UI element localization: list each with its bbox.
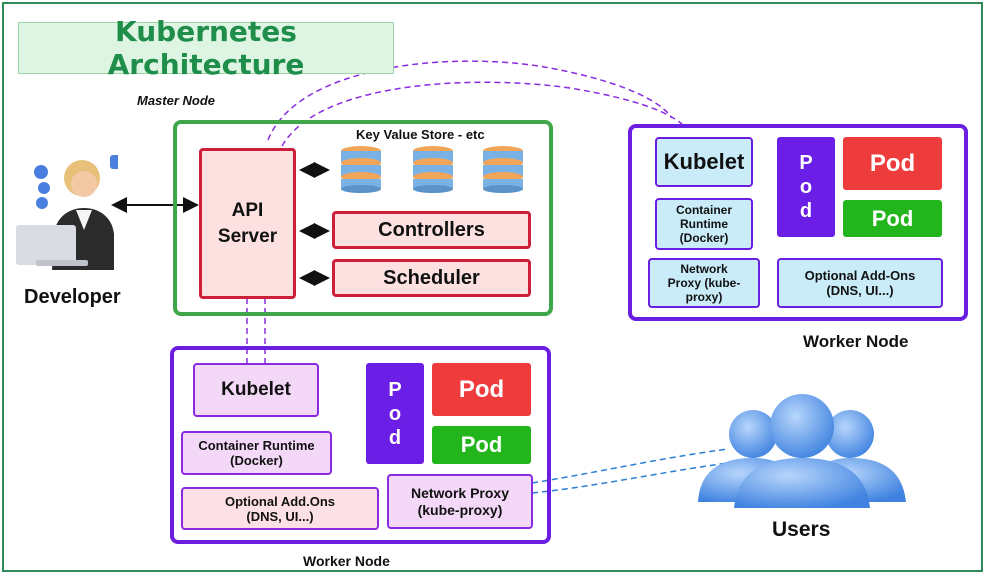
pod-letter: o: [799, 176, 813, 198]
pod-letter: d: [388, 426, 402, 449]
master-node-box: [173, 120, 553, 316]
worker2-addons-label: Optional Add.Ons (DNS, UI...): [224, 493, 335, 524]
pod-label: Pod: [458, 375, 505, 403]
pod-letter: d: [799, 200, 813, 222]
master-node-label: Master Node: [137, 93, 216, 108]
api-worker1-link-b: [281, 81, 683, 147]
pod-label: Pod: [869, 149, 916, 177]
pod-letter: P: [388, 378, 402, 401]
worker1-pod-green: Pod: [843, 200, 942, 237]
database-icon: [483, 146, 523, 193]
worker2-runtime-label: Container Runtime (Docker): [198, 438, 315, 468]
worker-node-2-label: Worker Node: [303, 553, 390, 569]
api-server-label: API Server: [217, 199, 278, 247]
worker-node-2-box: [170, 346, 551, 544]
pod-label: Pod: [460, 432, 503, 457]
worker1-proxy-label: Network Proxy (kube-proxy): [667, 262, 741, 304]
worker2-pod-red: Pod: [432, 363, 531, 416]
api-server-box: API Server: [199, 148, 296, 299]
users-illustration: [698, 394, 906, 508]
worker1-pod-red: Pod: [843, 137, 942, 190]
worker2-proxy-box: Network Proxy (kube-proxy): [387, 474, 533, 529]
pod-letter: o: [388, 402, 402, 425]
worker2-runtime-box: Container Runtime (Docker): [181, 431, 332, 475]
worker1-runtime-box: Container Runtime (Docker): [655, 198, 753, 250]
database-icon: [341, 146, 381, 193]
developer-illustration: [16, 155, 118, 270]
worker2-addons-box: Optional Add.Ons (DNS, UI...): [181, 487, 379, 530]
kv-store-label: Key Value Store - etc: [356, 127, 485, 142]
worker1-proxy-box: Network Proxy (kube-proxy): [648, 258, 760, 308]
database-icon: [413, 146, 453, 193]
worker2-pod-green: Pod: [432, 426, 531, 464]
page-title: Kubernetes Architecture: [107, 15, 305, 81]
worker1-addons-label: Optional Add-Ons (DNS, UI...): [804, 268, 916, 298]
worker-node-1-box: [628, 124, 968, 321]
worker1-addons-box: Optional Add-Ons (DNS, UI...): [777, 258, 943, 308]
worker1-kubelet-box: Kubelet: [655, 137, 753, 187]
pod-letter: P: [799, 152, 813, 174]
developer-label: Developer: [24, 286, 121, 308]
scheduler-box: Scheduler: [332, 259, 531, 297]
controllers-label: Controllers: [378, 218, 485, 241]
users-proxy-link-b: [531, 461, 736, 494]
controllers-box: Controllers: [332, 211, 531, 249]
users-label: Users: [772, 518, 831, 541]
worker2-proxy-label: Network Proxy (kube-proxy): [410, 484, 510, 518]
kv-store-databases: [341, 146, 523, 193]
worker2-kubelet-label: Kubelet: [221, 379, 291, 400]
worker2-pod-vertical: P o d: [366, 363, 424, 464]
pod-label: Pod: [871, 205, 914, 231]
worker1-kubelet-label: Kubelet: [663, 149, 745, 174]
users-proxy-link-a: [531, 448, 729, 484]
worker1-pod-vertical: P o d: [777, 137, 835, 237]
worker-node-1-label: Worker Node: [803, 332, 909, 351]
title-box: Kubernetes Architecture: [18, 15, 394, 81]
worker2-kubelet-box: Kubelet: [193, 363, 319, 417]
worker1-runtime-label: Container Runtime (Docker): [675, 203, 732, 245]
scheduler-label: Scheduler: [383, 266, 480, 289]
